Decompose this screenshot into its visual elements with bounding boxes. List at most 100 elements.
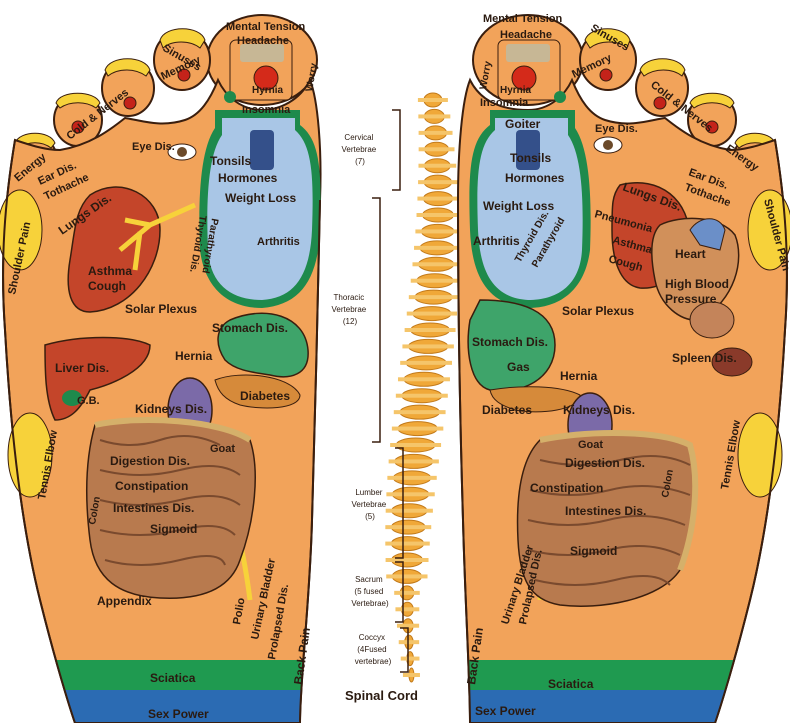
vertebra-process (387, 475, 437, 480)
left-sigmoid-label: Sigmoid (150, 522, 197, 536)
left-asthma-label: Asthma (88, 264, 132, 278)
vertebra-process (385, 558, 429, 562)
vertebra-process (388, 459, 439, 464)
left-solar-plexus-label: Solar Plexus (125, 302, 197, 316)
lumber-label: Lumber Vertebrae (5) (352, 488, 389, 521)
left-insomnia-label: Insomnia (242, 104, 291, 116)
vertebra-process (418, 147, 455, 152)
vertebra-process (418, 114, 451, 119)
left-colon-label: Colon (87, 496, 103, 526)
right-kidneys-dis-label: Kidneys Dis. (563, 403, 635, 417)
vertebra-process (408, 295, 459, 300)
vertebra-process (395, 607, 420, 612)
left-polio-label: Polio (231, 597, 248, 626)
vertebra-process (414, 245, 460, 250)
vertebra-process (390, 443, 442, 447)
vertebra-process (400, 656, 420, 661)
right-gas-label: Gas (507, 360, 530, 374)
left-lung (67, 186, 161, 313)
left-arthritis-label: Arthritis (257, 236, 300, 248)
vertebra-process (386, 574, 428, 579)
cervical-label: Cervical Vertebrae (7) (342, 133, 379, 166)
left-intestines-dis-label: Intestines Dis. (113, 501, 194, 515)
vertebra-process (412, 262, 460, 267)
left-liver-dis-label: Liver Dis. (55, 361, 109, 375)
right-stomach-dis-label: Stomach Dis. (472, 335, 548, 349)
right-goat-label: Goat (578, 439, 603, 451)
right-arthritis-label: Arthritis (473, 234, 520, 248)
vertebra-process (410, 278, 460, 283)
vertebra-process (395, 393, 448, 398)
vertebra-process (402, 673, 420, 677)
left-sciatica-label: Sciatica (150, 671, 196, 685)
left-sex-power-label: Sex Power (148, 707, 209, 721)
left-hormones-label: Hormones (218, 171, 278, 185)
right-high-blood-label: High Blood (665, 277, 729, 291)
spine-figure (385, 92, 460, 683)
right-sex-power-label: Sex Power (475, 704, 536, 718)
left-goat-label: Goat (210, 443, 235, 455)
left-hyrnia-label: Hyrnia (252, 85, 284, 96)
right-hyrnia-label: Hyrnia (500, 85, 532, 96)
vertebra-process (386, 492, 435, 497)
thoracic-label: Thoracic Vertebrae (12) (332, 293, 369, 326)
right-eye-dis-label: Eye Dis. (595, 123, 638, 135)
vertebra-process (418, 180, 458, 185)
left-cough-label: Cough (88, 279, 126, 293)
spinal-cord-title: Spinal Cord (345, 688, 418, 703)
right-sciatica-band (460, 660, 787, 690)
left-kidneys-dis-label: Kidneys Dis. (135, 402, 207, 416)
vertebra-process (396, 623, 420, 628)
left-worry-label: Worry (304, 62, 320, 93)
right-pressure-label: Pressure (665, 292, 717, 306)
left-stomach (217, 312, 309, 378)
right-hormones-label: Hormones (505, 171, 565, 185)
vertebra-process (417, 196, 459, 201)
right-mental-tension-label: Mental Tension (483, 13, 563, 25)
left-headache-label: Headache (237, 35, 289, 47)
right-goiter-label: Goiter (505, 117, 541, 131)
vertebra-process (417, 98, 448, 102)
left-hernia-label: Hernia (175, 349, 213, 363)
left-digestion-dis-label: Digestion Dis. (110, 454, 190, 468)
left-mental-tension-label: Mental Tension (226, 21, 306, 33)
vertebra-process (400, 360, 452, 365)
right-sciatica-label: Sciatica (548, 677, 594, 691)
right-tonsils-label: Tonsils (510, 151, 551, 165)
vertebra-process (404, 328, 456, 332)
right-heart-label: Heart (675, 247, 706, 261)
left-tonsils-label: Tonsils (210, 154, 251, 168)
right-worry-label: Worry (478, 60, 494, 91)
right-headache-label: Headache (500, 29, 552, 41)
coccyx-label: Coccyx (4Fused vertebrae) (355, 633, 392, 666)
vertebra-process (402, 344, 454, 349)
right-digestion-dis-label: Digestion Dis. (565, 456, 645, 470)
right-constipation-label: Constipation (530, 481, 603, 495)
right-sigmoid-label: Sigmoid (570, 544, 617, 558)
vertebra-process (418, 130, 453, 135)
left-constipation-label: Constipation (115, 479, 188, 493)
vertebra-process (391, 426, 444, 431)
vertebra-process (418, 163, 457, 168)
vertebra-process (398, 640, 420, 645)
sacrum-label: Sacrum (5 fused Vertebrae) (351, 575, 389, 608)
vertebra-process (406, 311, 458, 316)
left-eye-dis-label: Eye Dis. (132, 141, 175, 153)
left-diabetes-label: Diabetes (240, 389, 290, 403)
right-insomnia-label: Insomnia (480, 97, 529, 109)
vertebra-process (397, 377, 450, 382)
vertebra-process (385, 525, 432, 530)
vertebra-process (385, 541, 430, 546)
right-colon-label: Colon (660, 469, 676, 499)
left-gb-label: G.B. (77, 395, 100, 407)
left-appendix-label: Appendix (97, 594, 152, 608)
right-spleen-dis-label: Spleen Dis. (672, 351, 737, 365)
right-intestines-dis-label: Intestines Dis. (565, 504, 646, 518)
vertebra-process (385, 508, 433, 513)
right-stomach (467, 299, 556, 392)
right-foot: Mental Tension Headache Hyrnia Insomnia … (456, 13, 790, 723)
right-diabetes-label: Diabetes (482, 403, 532, 417)
right-weight-loss-label: Weight Loss (483, 199, 554, 213)
vertebra-process (393, 410, 446, 415)
